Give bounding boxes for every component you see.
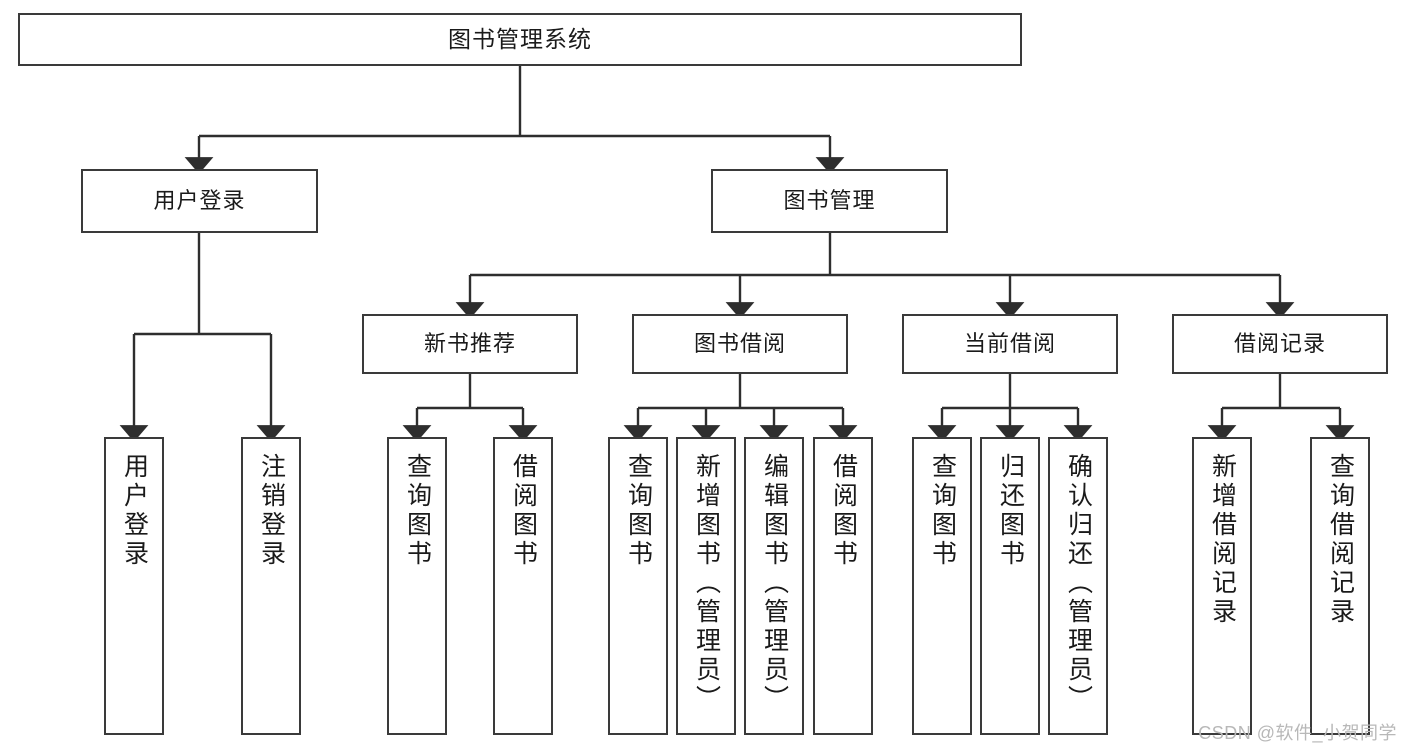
leaf-confirm-return-admin-label: 确认归还（管理员）: [1064, 453, 1093, 714]
node-root-label: 图书管理系统: [448, 25, 592, 52]
leaf-logout-label: 注销登录: [257, 453, 286, 569]
node-current-borrow-label: 当前借阅: [963, 330, 1056, 356]
leaf-user-login-label: 用户登录: [120, 453, 149, 569]
leaf-edit-book-admin-label: 编辑图书（管理员）: [760, 453, 789, 714]
node-book-management-label: 图书管理: [783, 187, 876, 213]
node-borrow-record-label: 借阅记录: [1233, 330, 1326, 356]
leaf-query-book-borrow-label: 查询图书: [624, 453, 653, 569]
leaf-add-book-admin[interactable]: 新增图书（管理员）: [676, 437, 736, 735]
node-root[interactable]: 图书管理系统: [18, 13, 1022, 66]
leaf-query-book-recommend[interactable]: 查询图书: [387, 437, 447, 735]
node-book-management[interactable]: 图书管理: [711, 169, 948, 233]
leaf-borrow-book[interactable]: 借阅图书: [813, 437, 873, 735]
leaf-return-book-label: 归还图书: [996, 453, 1025, 569]
leaf-query-borrow-record-label: 查询借阅记录: [1326, 453, 1355, 627]
leaf-return-book[interactable]: 归还图书: [980, 437, 1040, 735]
leaf-add-borrow-record-label: 新增借阅记录: [1208, 453, 1237, 627]
leaf-borrow-book-recommend-label: 借阅图书: [509, 453, 538, 569]
node-user-login[interactable]: 用户登录: [81, 169, 318, 233]
leaf-query-book-current-label: 查询图书: [928, 453, 957, 569]
node-book-borrow[interactable]: 图书借阅: [632, 314, 848, 374]
leaf-query-book-borrow[interactable]: 查询图书: [608, 437, 668, 735]
node-new-book-recommend[interactable]: 新书推荐: [362, 314, 578, 374]
leaf-logout[interactable]: 注销登录: [241, 437, 301, 735]
node-new-book-recommend-label: 新书推荐: [423, 330, 516, 356]
leaf-add-book-admin-label: 新增图书（管理员）: [692, 453, 721, 714]
leaf-borrow-book-recommend[interactable]: 借阅图书: [493, 437, 553, 735]
leaf-query-borrow-record[interactable]: 查询借阅记录: [1310, 437, 1370, 735]
leaf-edit-book-admin[interactable]: 编辑图书（管理员）: [744, 437, 804, 735]
leaf-user-login[interactable]: 用户登录: [104, 437, 164, 735]
node-book-borrow-label: 图书借阅: [693, 330, 786, 356]
leaf-query-book-current[interactable]: 查询图书: [912, 437, 972, 735]
leaf-borrow-book-label: 借阅图书: [829, 453, 858, 569]
node-current-borrow[interactable]: 当前借阅: [902, 314, 1118, 374]
node-user-login-label: 用户登录: [153, 187, 246, 213]
leaf-add-borrow-record[interactable]: 新增借阅记录: [1192, 437, 1252, 735]
leaf-confirm-return-admin[interactable]: 确认归还（管理员）: [1048, 437, 1108, 735]
node-borrow-record[interactable]: 借阅记录: [1172, 314, 1388, 374]
leaf-query-book-recommend-label: 查询图书: [403, 453, 432, 569]
